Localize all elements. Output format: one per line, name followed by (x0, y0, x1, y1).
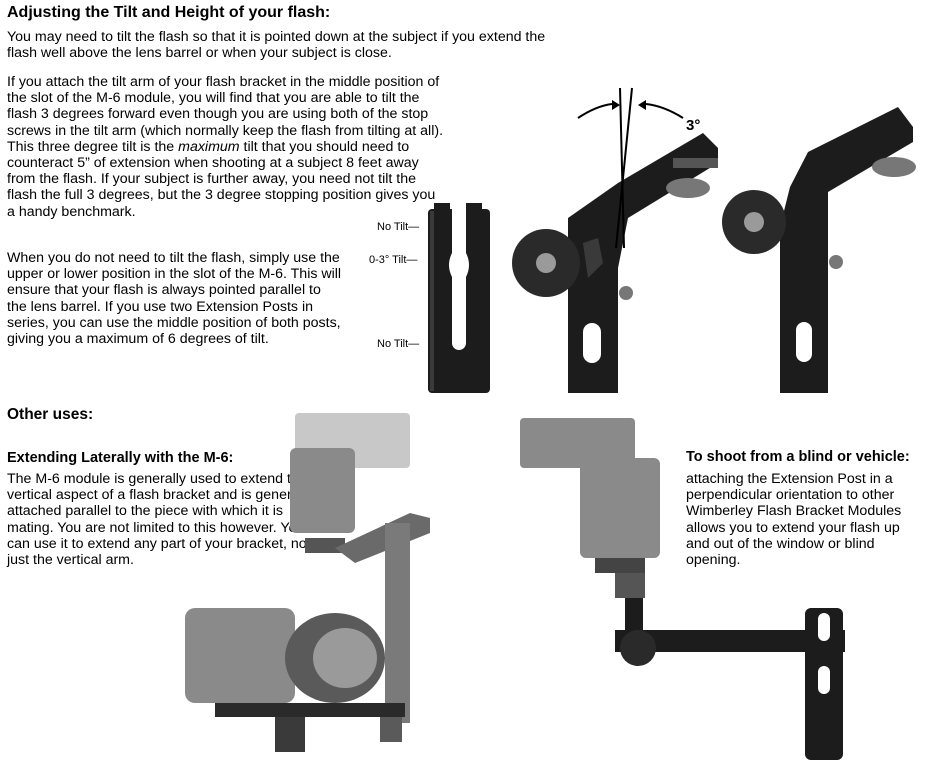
label-no-tilt-top: No Tilt— (377, 221, 420, 233)
tilt-emphasis: maximum (178, 138, 240, 155)
page-title: Adjusting the Tilt and Height of your fl… (7, 4, 331, 21)
flash-extended-blind-image (520, 418, 845, 760)
label-tilt-range: 0-3° Tilt— (369, 254, 418, 266)
blind-paragraph: attaching the Extension Post in a perpen… (686, 471, 902, 569)
other-uses-heading: Other uses: (7, 406, 94, 423)
tilt-text-before: If you attach the tilt arm of your flash… (7, 74, 444, 155)
tilt-paragraph: If you attach the tilt arm of your flash… (7, 74, 447, 220)
blind-heading: To shoot from a blind or vehicle: (686, 449, 910, 465)
tilt-text-after: tilt that you should need to counteract … (7, 138, 436, 220)
camera-lateral-bracket-image (185, 413, 430, 752)
extending-paragraph: The M-6 module is generally used to exte… (7, 471, 313, 569)
extending-heading: Extending Laterally with the M-6: (7, 450, 234, 466)
label-no-tilt-bottom: No Tilt— (377, 338, 420, 350)
tilt-bracket-straight-image (722, 107, 916, 393)
no-tilt-paragraph: When you do not need to tilt the flash, … (7, 250, 342, 348)
intro-paragraph: You may need to tilt the flash so that i… (7, 29, 546, 62)
tilt-bracket-angled-image (512, 87, 718, 393)
m6-slot-module-image (428, 203, 490, 393)
angle-label: 3° (686, 117, 701, 134)
